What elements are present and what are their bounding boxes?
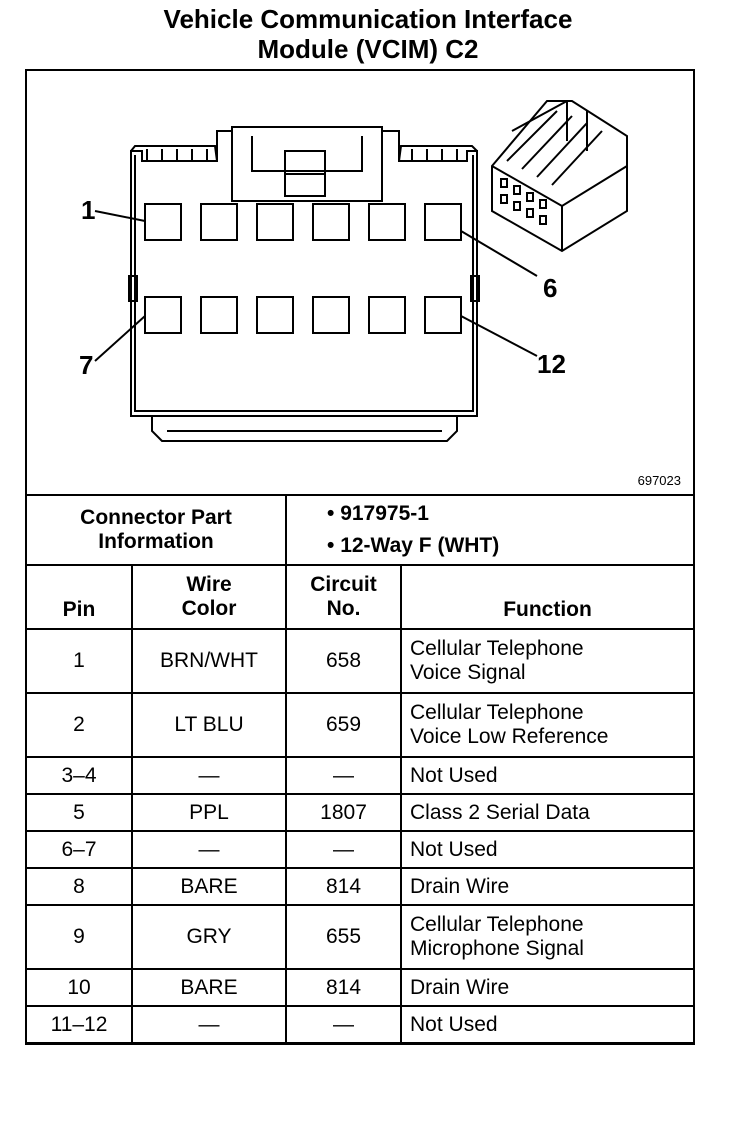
pin-cell: 3–4 [27, 756, 133, 795]
function-cell: Cellular Telephone Voice Low Reference [400, 692, 694, 758]
pin-cell: 10 [27, 968, 133, 1007]
table-row: 8 BARE 814 Drain Wire [27, 867, 694, 906]
circuit-cell: 655 [285, 904, 403, 970]
circuit-cell: — [285, 830, 403, 869]
function-cell: Cellular Telephone Voice Signal [400, 628, 694, 694]
header-circuit: Circuit No. [285, 564, 403, 630]
circuit-cell: 1807 [285, 793, 403, 832]
header-pin: Pin [27, 564, 133, 630]
title-line-1: Vehicle Communication Interface [163, 4, 573, 34]
connector-face-drawing: 1 6 7 12 [79, 100, 628, 442]
table-row: 11–12 — — Not Used [27, 1005, 694, 1044]
circuit-cell: — [285, 756, 403, 795]
pin-label-6: 6 [543, 273, 557, 303]
header-wire-color: Wire Color [130, 564, 288, 630]
function-cell: Not Used [400, 756, 694, 795]
wire-color-cell: PPL [130, 793, 288, 832]
connector-diagram: 1 6 7 12 697023 [27, 71, 693, 495]
pin-label-7: 7 [79, 350, 93, 380]
function-cell: Drain Wire [400, 867, 694, 906]
wire-color-cell: LT BLU [130, 692, 288, 758]
connector-description: • 12-Way F (WHT) [327, 534, 500, 557]
title-line-2: Module (VCIM) C2 [257, 34, 479, 64]
wire-color-cell: — [130, 830, 288, 869]
table-row: 10 BARE 814 Drain Wire [27, 968, 694, 1007]
circuit-cell: — [285, 1005, 403, 1044]
connector-info-label: Connector Part Information [27, 494, 288, 566]
table-row: 2 LT BLU 659 Cellular Telephone Voice Lo… [27, 692, 694, 758]
table-row: 3–4 — — Not Used [27, 756, 694, 795]
circuit-cell: 814 [285, 968, 403, 1007]
pin-label-12: 12 [537, 349, 566, 379]
table-row: 6–7 — — Not Used [27, 830, 694, 869]
pin-cell: 5 [27, 793, 133, 832]
header-function: Function [400, 564, 694, 630]
pin-label-1: 1 [81, 195, 95, 225]
wire-color-cell: GRY [130, 904, 288, 970]
pin-cell: 8 [27, 867, 133, 906]
pin-cell: 6–7 [27, 830, 133, 869]
circuit-cell: 814 [285, 867, 403, 906]
pin-cell: 2 [27, 692, 133, 758]
wire-color-cell: — [130, 756, 288, 795]
connector-part-number: • 917975-1 [327, 502, 429, 525]
function-cell: Not Used [400, 830, 694, 869]
figure-code: 697023 [637, 473, 681, 488]
pin-cell: 1 [27, 628, 133, 694]
pin-cell: 9 [27, 904, 133, 970]
circuit-cell: 658 [285, 628, 403, 694]
table-row: 5 PPL 1807 Class 2 Serial Data [27, 793, 694, 832]
pinout-table: Connector Part Information • 917975-1 • … [27, 494, 694, 1044]
connector-frame: 1 6 7 12 697023 Connector Part Informati… [25, 69, 695, 1045]
function-cell: Cellular Telephone Microphone Signal [400, 904, 694, 970]
table-row: 9 GRY 655 Cellular Telephone Microphone … [27, 904, 694, 970]
pin-cell: 11–12 [27, 1005, 133, 1044]
circuit-cell: 659 [285, 692, 403, 758]
function-cell: Drain Wire [400, 968, 694, 1007]
connector-info-values: • 917975-1 • 12-Way F (WHT) [285, 494, 694, 566]
table-row: 1 BRN/WHT 658 Cellular Telephone Voice S… [27, 628, 694, 694]
connector-info-row: Connector Part Information • 917975-1 • … [27, 494, 694, 566]
wire-color-cell: BARE [130, 968, 288, 1007]
table-header-row: Pin Wire Color Circuit No. Function [27, 564, 694, 630]
function-cell: Class 2 Serial Data [400, 793, 694, 832]
function-cell: Not Used [400, 1005, 694, 1044]
wire-color-cell: — [130, 1005, 288, 1044]
wire-color-cell: BARE [130, 867, 288, 906]
wire-color-cell: BRN/WHT [130, 628, 288, 694]
